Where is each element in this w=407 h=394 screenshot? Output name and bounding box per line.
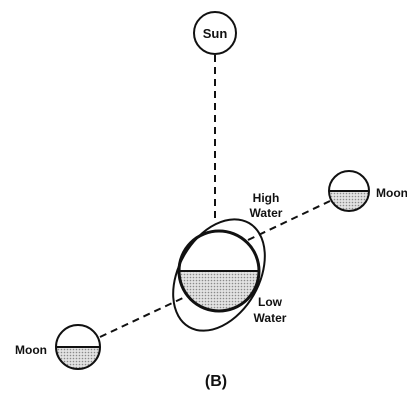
high-water-label-line2: Water (250, 206, 283, 220)
tidal-bulge (172, 218, 266, 332)
sun: Sun (193, 11, 237, 55)
moon-left (55, 324, 101, 370)
sun-label: Sun (203, 26, 228, 41)
moon-right (328, 170, 370, 212)
figure-caption: (B) (205, 373, 227, 390)
low-water-label-line1: Low (258, 295, 283, 309)
high-water-label-line1: High (253, 191, 280, 205)
moon-alignment-line-left (99, 296, 186, 338)
low-water-label-line2: Water (254, 311, 287, 325)
moon-right-label: Moon (376, 186, 407, 200)
earth (177, 229, 261, 313)
sun-circle (193, 11, 237, 55)
moon-left-label: Moon (15, 343, 47, 357)
moon-alignment-line-right (247, 200, 331, 241)
